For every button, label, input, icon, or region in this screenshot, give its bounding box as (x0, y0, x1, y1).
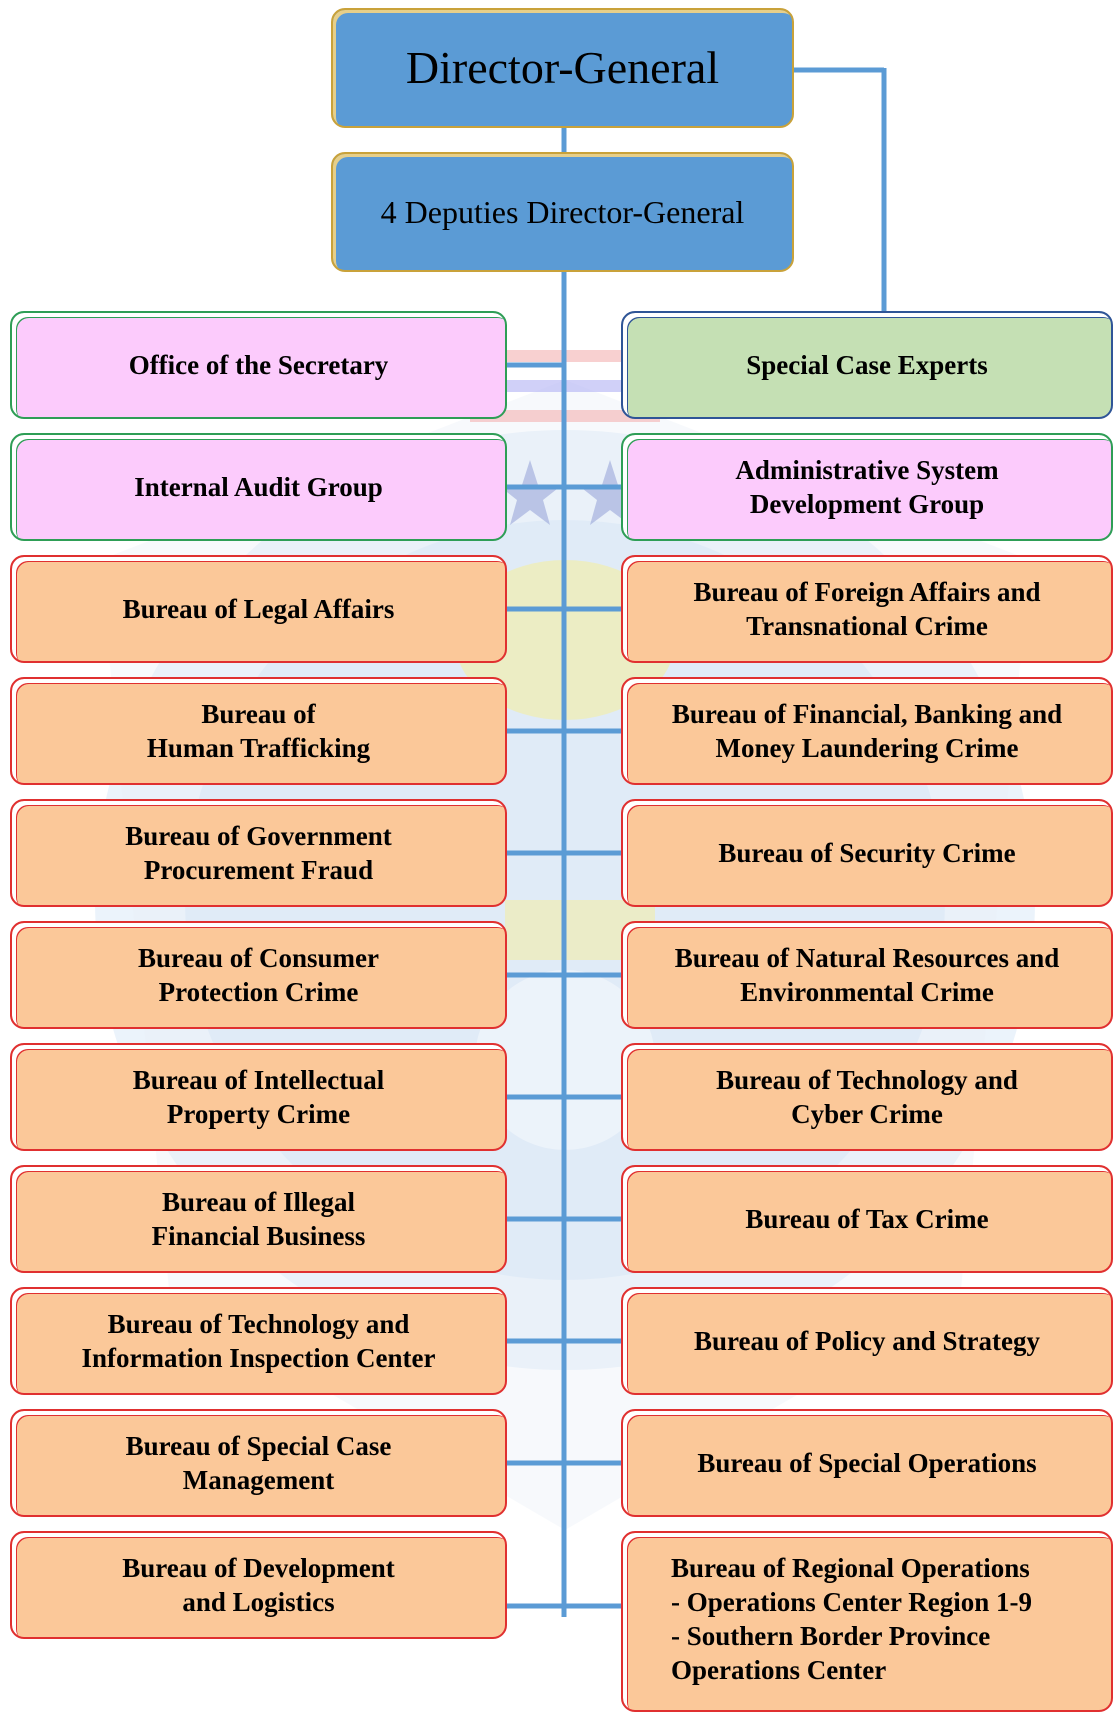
right-box-label: Bureau of Policy and Strategy (694, 1326, 1040, 1356)
left-box-8: Bureau of Illegal Financial Business (10, 1165, 507, 1273)
director-general-box: Director-General (331, 8, 794, 128)
right-box-label: Administrative System Development Group (735, 455, 999, 519)
right-box-label: Bureau of Technology and Cyber Crime (716, 1065, 1018, 1129)
left-box-label: Bureau of Intellectual Property Crime (132, 1065, 385, 1129)
left-box-label: Office of the Secretary (128, 350, 389, 380)
right-box-1: Special Case Experts (621, 311, 1113, 419)
right-box-label: Bureau of Financial, Banking and Money L… (671, 699, 1063, 763)
left-box-11: Bureau of Development and Logistics (10, 1531, 507, 1639)
right-box-5: Bureau of Security Crime (621, 799, 1113, 907)
left-box-label: Bureau of Development and Logistics (122, 1553, 395, 1617)
right-box-10: Bureau of Special Operations (621, 1409, 1113, 1517)
left-box-label: Bureau of Special Case Management (125, 1431, 392, 1495)
left-box-5: Bureau of Government Procurement Fraud (10, 799, 507, 907)
right-box-label: Special Case Experts (746, 350, 988, 380)
right-box-label: Bureau of Tax Crime (745, 1204, 989, 1234)
left-box-10: Bureau of Special Case Management (10, 1409, 507, 1517)
left-box-4: Bureau of Human Trafficking (10, 677, 507, 785)
right-box-label: Bureau of Regional Operations - Operatio… (671, 1553, 1032, 1685)
right-box-4: Bureau of Financial, Banking and Money L… (621, 677, 1113, 785)
right-box-11: Bureau of Regional Operations - Operatio… (621, 1531, 1113, 1712)
right-box-6: Bureau of Natural Resources and Environm… (621, 921, 1113, 1029)
right-box-label: Bureau of Security Crime (718, 838, 1016, 868)
right-box-9: Bureau of Policy and Strategy (621, 1287, 1113, 1395)
left-box-label: Internal Audit Group (134, 472, 383, 502)
left-box-label: Bureau of Illegal Financial Business (151, 1187, 366, 1251)
left-box-label: Bureau of Consumer Protection Crime (137, 943, 379, 1007)
director-general-label: Director-General (405, 42, 720, 93)
right-box-3: Bureau of Foreign Affairs and Transnatio… (621, 555, 1113, 663)
left-box-2: Internal Audit Group (10, 433, 507, 541)
left-box-label: Bureau of Legal Affairs (122, 594, 395, 624)
deputies-label: 4 Deputies Director-General (380, 194, 745, 230)
right-box-label: Bureau of Special Operations (697, 1448, 1037, 1478)
left-box-3: Bureau of Legal Affairs (10, 555, 507, 663)
right-box-8: Bureau of Tax Crime (621, 1165, 1113, 1273)
right-box-label: Bureau of Natural Resources and Environm… (674, 943, 1060, 1007)
left-box-label: Bureau of Human Trafficking (146, 699, 371, 763)
right-box-label: Bureau of Foreign Affairs and Transnatio… (693, 577, 1041, 641)
deputies-box: 4 Deputies Director-General (331, 152, 794, 272)
left-box-label: Bureau of Government Procurement Fraud (125, 821, 392, 885)
left-box-9: Bureau of Technology and Information Ins… (10, 1287, 507, 1395)
right-box-2: Administrative System Development Group (621, 433, 1113, 541)
left-box-label: Bureau of Technology and Information Ins… (81, 1309, 436, 1373)
left-box-1: Office of the Secretary (10, 311, 507, 419)
left-box-6: Bureau of Consumer Protection Crime (10, 921, 507, 1029)
left-box-7: Bureau of Intellectual Property Crime (10, 1043, 507, 1151)
right-box-7: Bureau of Technology and Cyber Crime (621, 1043, 1113, 1151)
